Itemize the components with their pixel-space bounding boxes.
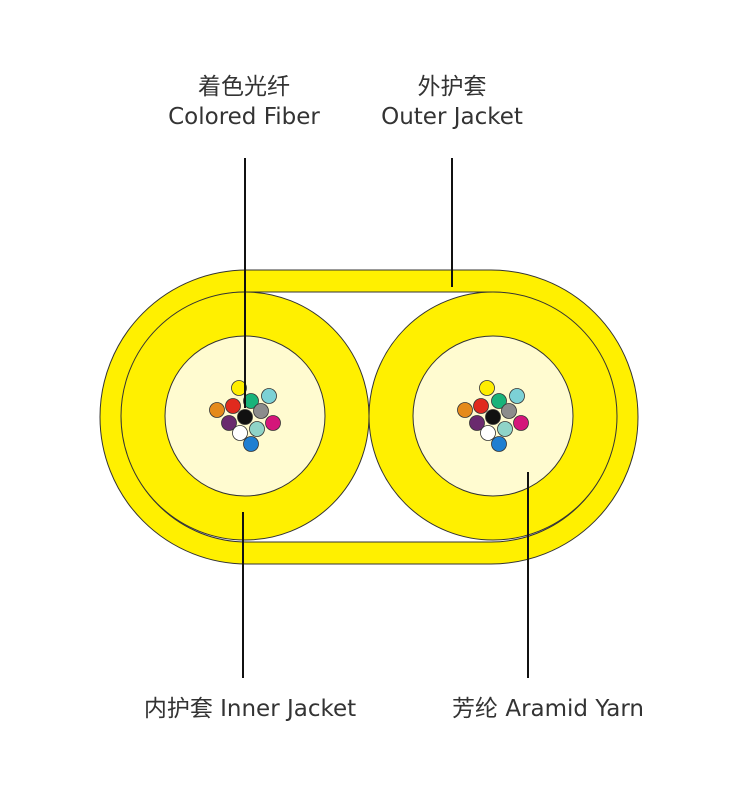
- label-aramid-yarn: 芳纶 Aramid Yarn: [418, 694, 678, 724]
- label-inner-jacket: 内护套 Inner Jacket: [110, 694, 390, 724]
- colored-fiber: [209, 402, 225, 418]
- label-outer-jacket: 外护套 Outer Jacket: [352, 72, 552, 132]
- colored-fiber: [509, 388, 525, 404]
- colored-fiber: [225, 398, 241, 414]
- fiber-bundle-right: [457, 380, 529, 452]
- label-aramid-yarn-text: 芳纶 Aramid Yarn: [452, 696, 644, 722]
- colored-fiber: [261, 388, 277, 404]
- colored-fiber: [243, 436, 259, 452]
- colored-fiber: [243, 393, 259, 409]
- label-outer-jacket-zh: 外护套: [417, 74, 487, 100]
- label-colored-fiber-en: Colored Fiber: [168, 104, 320, 130]
- label-outer-jacket-en: Outer Jacket: [381, 104, 523, 130]
- colored-fiber: [491, 436, 507, 452]
- colored-fiber: [501, 403, 517, 419]
- colored-fiber: [231, 380, 247, 396]
- colored-fiber: [485, 409, 501, 425]
- colored-fiber: [469, 415, 485, 431]
- label-colored-fiber: 着色光纤 Colored Fiber: [144, 72, 344, 132]
- label-colored-fiber-zh: 着色光纤: [198, 74, 290, 100]
- colored-fiber: [480, 425, 496, 441]
- colored-fiber: [473, 398, 489, 414]
- colored-fiber: [479, 380, 495, 396]
- colored-fiber: [253, 403, 269, 419]
- colored-fiber: [513, 415, 529, 431]
- colored-fiber: [265, 415, 281, 431]
- colored-fiber: [497, 421, 513, 437]
- colored-fiber: [237, 409, 253, 425]
- colored-fiber: [249, 421, 265, 437]
- fiber-bundle-left: [209, 380, 281, 452]
- colored-fiber: [221, 415, 237, 431]
- label-inner-jacket-text: 内护套 Inner Jacket: [143, 696, 357, 722]
- colored-fiber: [457, 402, 473, 418]
- colored-fiber: [232, 425, 248, 441]
- colored-fiber: [491, 393, 507, 409]
